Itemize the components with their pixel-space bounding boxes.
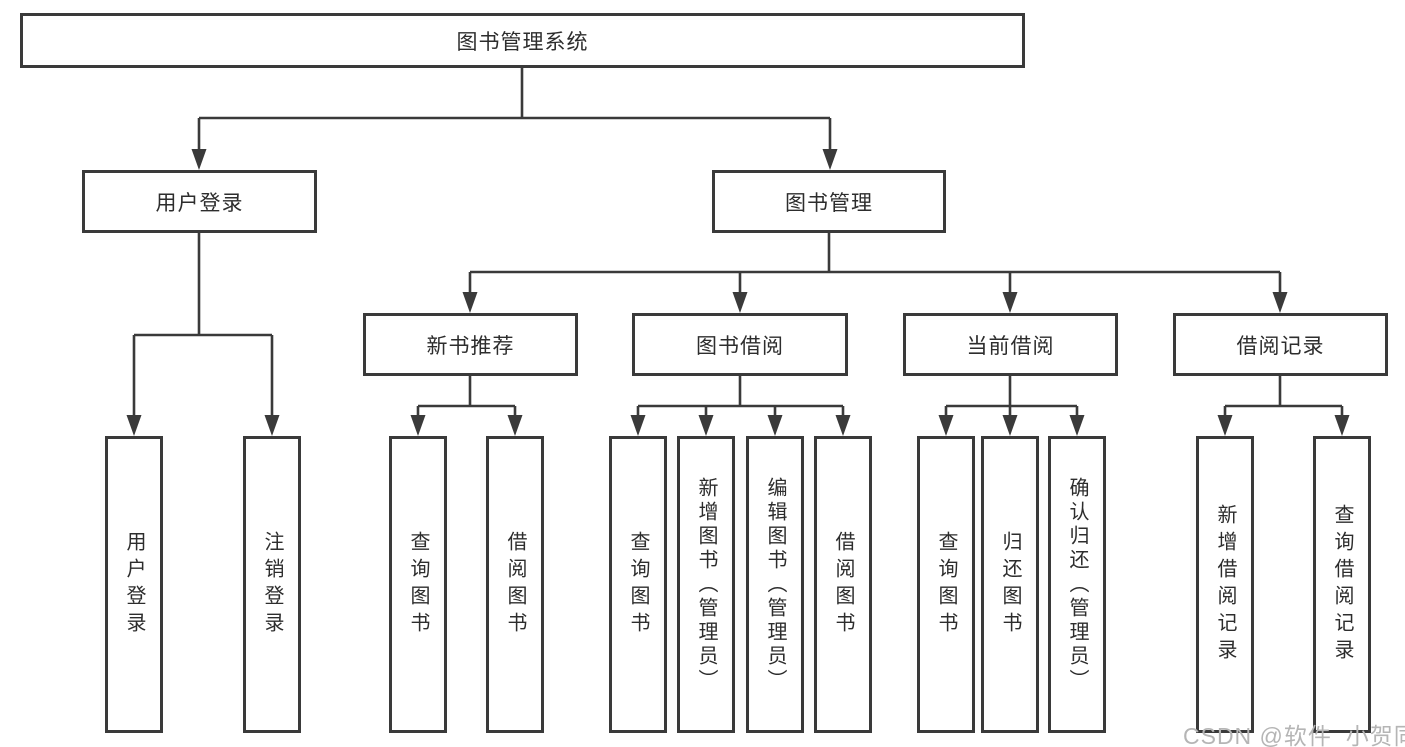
arrowhead-icon [1272,292,1288,313]
arrowheads [126,149,1350,436]
arrowhead-icon [264,415,280,436]
arrowhead-icon [1002,415,1018,436]
leaf-return-book-label: 归还图书 [999,530,1021,639]
node-book-management: 图书管理 [712,170,946,233]
leaf-query-book-current-label: 查询图书 [935,530,957,639]
leaf-confirm-return-admin-label: 确认归还（管理员） [1066,476,1088,693]
node-root: 图书管理系统 [20,13,1025,68]
node-current-borrow-label: 当前借阅 [966,334,1055,358]
leaf-logout-login: 注销登录 [243,436,301,733]
arrowhead-icon [1334,415,1350,436]
leaf-logout-login-label: 注销登录 [261,530,283,639]
leaf-borrow-book-borrow-label: 借阅图书 [832,530,854,639]
node-current-borrow: 当前借阅 [903,313,1118,376]
arrowhead-icon [191,149,207,170]
node-book-borrow: 图书借阅 [632,313,848,376]
watermark-text: CSDN @软件_小贺同学 [1183,723,1405,747]
leaf-borrow-book-recommend-label: 借阅图书 [504,530,526,639]
node-borrow-record: 借阅记录 [1173,313,1388,376]
node-root-label: 图书管理系统 [456,30,589,54]
leaf-edit-book-admin-label: 编辑图书（管理员） [764,476,786,693]
arrowhead-icon [1002,292,1018,313]
leaf-confirm-return-admin: 确认归还（管理员） [1048,436,1106,733]
node-user-login-label: 用户登录 [155,191,244,215]
arrowhead-icon [1069,415,1085,436]
arrowhead-icon [630,415,646,436]
connector-lines [132,68,1344,418]
leaf-query-book-recommend-label: 查询图书 [407,530,429,639]
node-user-login: 用户登录 [82,170,317,233]
leaf-user-login-label: 用户登录 [123,530,145,639]
leaf-return-book: 归还图书 [981,436,1039,733]
leaf-add-borrow-record-label: 新增借阅记录 [1214,503,1236,666]
node-borrow-record-label: 借阅记录 [1236,334,1325,358]
arrowhead-icon [938,415,954,436]
leaf-query-book-borrow-label: 查询图书 [627,530,649,639]
arrowhead-icon [732,292,748,313]
node-book-borrow-label: 图书借阅 [696,334,784,358]
arrowhead-icon [410,415,426,436]
arrowhead-icon [462,292,478,313]
leaf-add-book-admin-label: 新增图书（管理员） [695,476,717,693]
leaf-query-borrow-record-label: 查询借阅记录 [1331,503,1353,666]
leaf-query-borrow-record: 查询借阅记录 [1313,436,1371,733]
arrowhead-icon [126,415,142,436]
leaf-query-book-current: 查询图书 [917,436,975,733]
leaf-add-borrow-record: 新增借阅记录 [1196,436,1254,733]
leaf-add-book-admin: 新增图书（管理员） [677,436,735,733]
node-new-book-recommend-label: 新书推荐 [426,334,515,358]
arrowhead-icon [835,415,851,436]
arrowhead-icon [767,415,783,436]
leaf-borrow-book-borrow: 借阅图书 [814,436,872,733]
leaf-query-book-recommend: 查询图书 [389,436,447,733]
leaf-query-book-borrow: 查询图书 [609,436,667,733]
arrowhead-icon [507,415,523,436]
leaf-user-login: 用户登录 [105,436,163,733]
arrowhead-icon [1217,415,1233,436]
node-new-book-recommend: 新书推荐 [363,313,578,376]
arrowhead-icon [698,415,714,436]
arrowhead-icon [822,149,838,170]
leaf-edit-book-admin: 编辑图书（管理员） [746,436,804,733]
node-book-management-label: 图书管理 [785,191,873,215]
leaf-borrow-book-recommend: 借阅图书 [486,436,544,733]
